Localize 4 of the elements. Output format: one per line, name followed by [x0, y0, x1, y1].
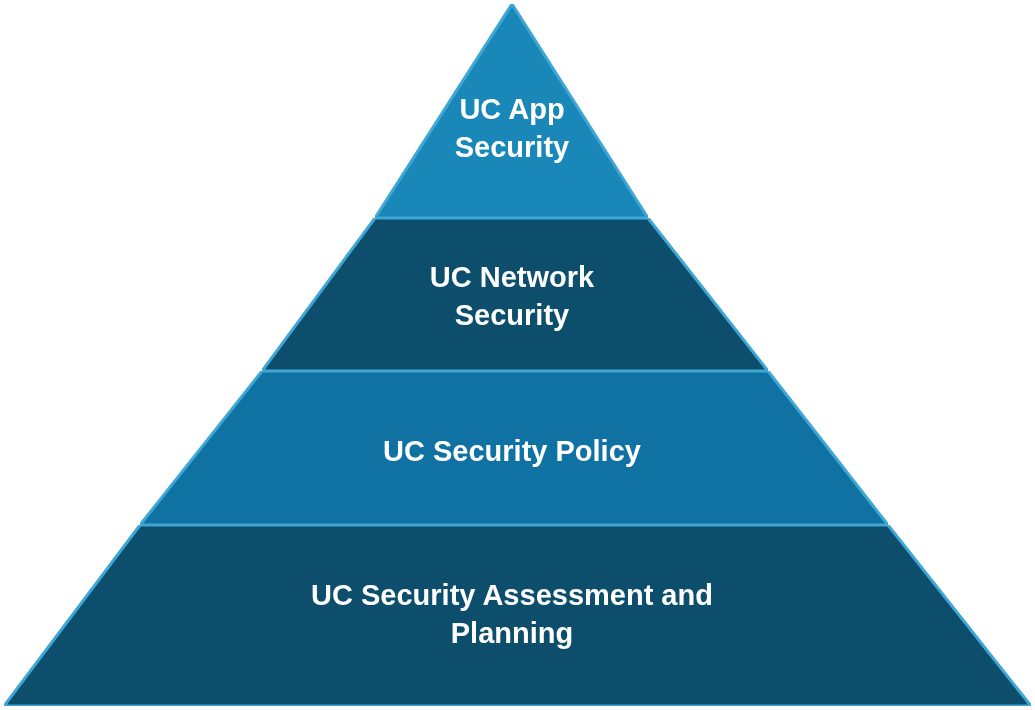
tier-label: UC Network Security: [428, 260, 596, 333]
tier-label: UC Security Policy: [382, 434, 642, 469]
tier-label: UC App Security: [453, 92, 571, 165]
tier-label: UC Security Assessment and Planning: [310, 578, 714, 651]
